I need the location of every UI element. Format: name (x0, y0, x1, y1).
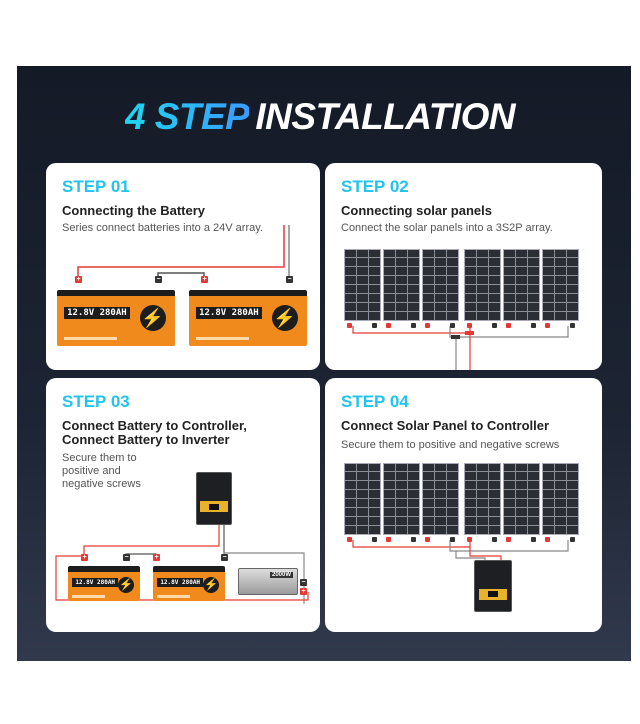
step-02-card: STEP 02 Connecting solar panels Connect … (325, 163, 602, 370)
positive-terminal: + (201, 276, 208, 283)
lightning-bolt-icon: ⚡ (271, 305, 298, 331)
battery: 12.8V 280AH ⚡ (57, 290, 175, 346)
solar-panel (464, 249, 501, 321)
solar-panel (383, 463, 420, 535)
negative-terminal (570, 323, 575, 328)
negative-terminal (411, 537, 416, 542)
positive-terminal (347, 323, 352, 328)
positive-terminal (347, 537, 352, 542)
battery: 12.8V 280AH⚡ (68, 566, 140, 601)
solar-panel (542, 249, 579, 321)
positive-terminal (506, 537, 511, 542)
positive-terminal (467, 323, 472, 328)
positive-terminal: + (300, 588, 307, 595)
negative-terminal (450, 323, 455, 328)
negative-terminal: − (155, 276, 162, 283)
step-subtitle: Secure them to positive and negative scr… (341, 439, 560, 451)
charge-controller (196, 472, 232, 525)
solar-panel (542, 463, 579, 535)
negative-terminal (531, 323, 536, 328)
battery: 12.8V 280AH ⚡ (189, 290, 307, 346)
positive-terminal: + (153, 554, 160, 561)
step-subtitle: Series connect batteries into a 24V arra… (62, 222, 263, 234)
step-heading: Connect Battery to Controller,Connect Ba… (62, 419, 247, 447)
battery: 12.8V 280AH⚡ (153, 566, 225, 601)
step-heading: Connecting solar panels (341, 203, 492, 218)
lightning-bolt-icon: ⚡ (118, 577, 135, 594)
solar-panel (344, 249, 381, 321)
step-03-card: STEP 03 Connect Battery to Controller,Co… (46, 378, 320, 632)
step-number: STEP 04 (341, 392, 409, 411)
wiring-diagram (77, 225, 290, 277)
positive-terminal: + (75, 276, 82, 283)
step-number: STEP 01 (62, 177, 130, 196)
step-number: STEP 02 (341, 177, 409, 196)
inverter-label: 2000W (269, 572, 293, 578)
step-subtitle: Secure them to positive and negative scr… (62, 452, 141, 491)
heading-line: Connect Battery to Controller, (62, 418, 247, 433)
positive-terminal (425, 323, 430, 328)
lightning-bolt-icon: ⚡ (139, 305, 166, 331)
step-heading: Connecting the Battery (62, 203, 206, 218)
solar-panel (464, 463, 501, 535)
battery-label: 12.8V 280AH (72, 578, 119, 588)
step-01-card: STEP 01 Connecting the Battery Series co… (46, 163, 320, 370)
negative-terminal: − (300, 579, 307, 586)
negative-terminal (492, 323, 497, 328)
negative-terminal (531, 537, 536, 542)
negative-terminal (372, 323, 377, 328)
battery-label: 12.8V 280AH (157, 578, 204, 588)
lightning-bolt-icon: ⚡ (203, 577, 220, 594)
wiring-diagram (352, 540, 569, 561)
negative-terminal (411, 323, 416, 328)
step-number: STEP 03 (62, 392, 130, 411)
negative-terminal (570, 537, 575, 542)
subtitle-line: Secure them to (62, 452, 137, 464)
positive-terminal (545, 537, 550, 542)
battery-label: 12.8V 280AH (64, 307, 130, 319)
negative-terminal: − (221, 554, 228, 561)
solar-panel (383, 249, 420, 321)
positive-terminal: + (81, 554, 88, 561)
solar-panel (422, 249, 459, 321)
title-rest: INSTALLATION (255, 96, 516, 137)
positive-terminal (386, 537, 391, 542)
positive-terminal (467, 537, 472, 542)
battery-label: 12.8V 280AH (196, 307, 262, 319)
positive-terminal (425, 537, 430, 542)
subtitle-line: negative screws (62, 478, 141, 490)
subtitle-line: positive and (62, 465, 121, 477)
heading-line: Connect Battery to Inverter (62, 432, 230, 447)
positive-terminal (545, 323, 550, 328)
wiring-diagram (352, 326, 569, 370)
negative-terminal: − (123, 554, 130, 561)
solar-panel (344, 463, 381, 535)
solar-panel (503, 249, 540, 321)
charge-controller (474, 560, 512, 612)
negative-terminal (450, 537, 455, 542)
positive-wire (77, 225, 285, 277)
negative-terminal (492, 537, 497, 542)
negative-terminal: − (286, 276, 293, 283)
series-wire (157, 272, 205, 277)
step-04-card: STEP 04 Connect Solar Panel to Controlle… (325, 378, 602, 632)
step-subtitle: Connect the solar panels into a 3S2P arr… (341, 222, 553, 234)
title-accent: 4 STEP (124, 96, 250, 137)
step-heading: Connect Solar Panel to Controller (341, 418, 550, 433)
positive-terminal (506, 323, 511, 328)
negative-terminal (372, 537, 377, 542)
positive-terminal (386, 323, 391, 328)
solar-panel (503, 463, 540, 535)
solar-panel (422, 463, 459, 535)
inverter: 2000W (238, 568, 298, 595)
